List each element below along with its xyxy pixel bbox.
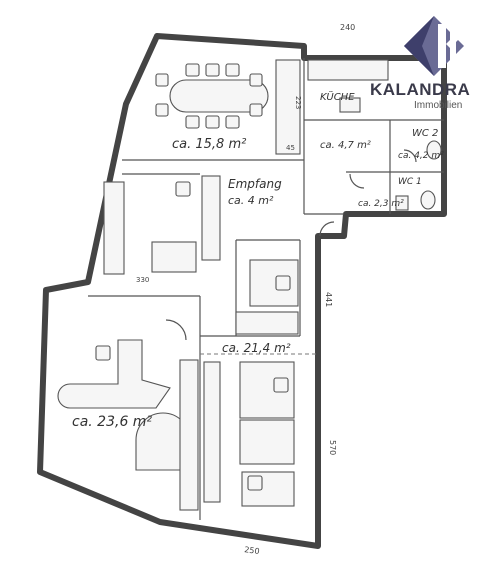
toilet xyxy=(426,140,442,160)
reception-area-label: ca. 4 m² xyxy=(228,194,274,207)
reception-desk xyxy=(151,241,197,273)
dimension-right-upper: 441 xyxy=(324,292,333,307)
door-swing xyxy=(349,173,365,189)
shelf-unit xyxy=(235,311,299,335)
dimension-bottom: 250 xyxy=(244,545,260,556)
kitchen-label: KÜCHE xyxy=(320,90,355,103)
toilet xyxy=(420,190,436,210)
corner-desk xyxy=(57,339,171,409)
kitchen-sink xyxy=(339,97,361,113)
conference-area-label: ca. 15,8 m² xyxy=(172,137,246,152)
wc1-area-label: ca. 2,3 m² xyxy=(358,199,404,209)
dimension-top: 240 xyxy=(340,23,355,32)
reception-shelf xyxy=(201,175,221,261)
sideboard xyxy=(275,59,301,155)
desk-block xyxy=(249,259,299,307)
cabinet-row xyxy=(203,361,221,503)
inner-wall xyxy=(200,240,301,337)
door-swing xyxy=(165,319,187,341)
dimension-hall: 330 xyxy=(136,276,149,284)
office-chair xyxy=(275,275,291,291)
kalandra-k-icon xyxy=(404,16,464,76)
wc1-label: WC 1 xyxy=(398,177,422,187)
inner-wall xyxy=(122,159,304,175)
conference-chairs xyxy=(155,63,263,129)
washbasin xyxy=(395,195,409,211)
wc2-label: WC 2 xyxy=(412,128,438,139)
office-left-area-label: ca. 23,6 m² xyxy=(72,414,152,430)
office-chair xyxy=(247,475,263,491)
reception-label: Empfang xyxy=(228,177,282,191)
door-swing xyxy=(319,221,335,237)
dimension-right-lower: 570 xyxy=(328,440,337,455)
door-swing xyxy=(403,149,417,163)
outer-wall xyxy=(37,33,447,549)
kitchen-counter xyxy=(307,59,389,81)
dimension-conference-b: 45 xyxy=(286,144,295,152)
office-center-area-label: ca. 21,4 m² xyxy=(222,341,291,355)
desk-block xyxy=(239,419,295,465)
reception-cabinet xyxy=(103,181,125,275)
cabinet-row xyxy=(179,359,199,511)
wc2-area-label: ca. 4,2 m² xyxy=(398,151,444,161)
office-chair xyxy=(273,377,289,393)
office-chair xyxy=(95,345,111,361)
inner-wall xyxy=(304,119,444,214)
conference-table xyxy=(169,79,269,113)
inner-wall xyxy=(303,58,344,215)
logo-name: KALANDRA xyxy=(370,80,471,99)
kitchen-area-label: ca. 4,7 m² xyxy=(320,140,371,151)
inner-wall xyxy=(88,295,201,520)
kalandra-logo: KALANDRA Immobilien xyxy=(362,8,474,112)
logo-tagline: Immobilien xyxy=(414,100,463,111)
reception-chair xyxy=(175,181,191,197)
dimension-conference-a: 223 xyxy=(294,96,302,109)
